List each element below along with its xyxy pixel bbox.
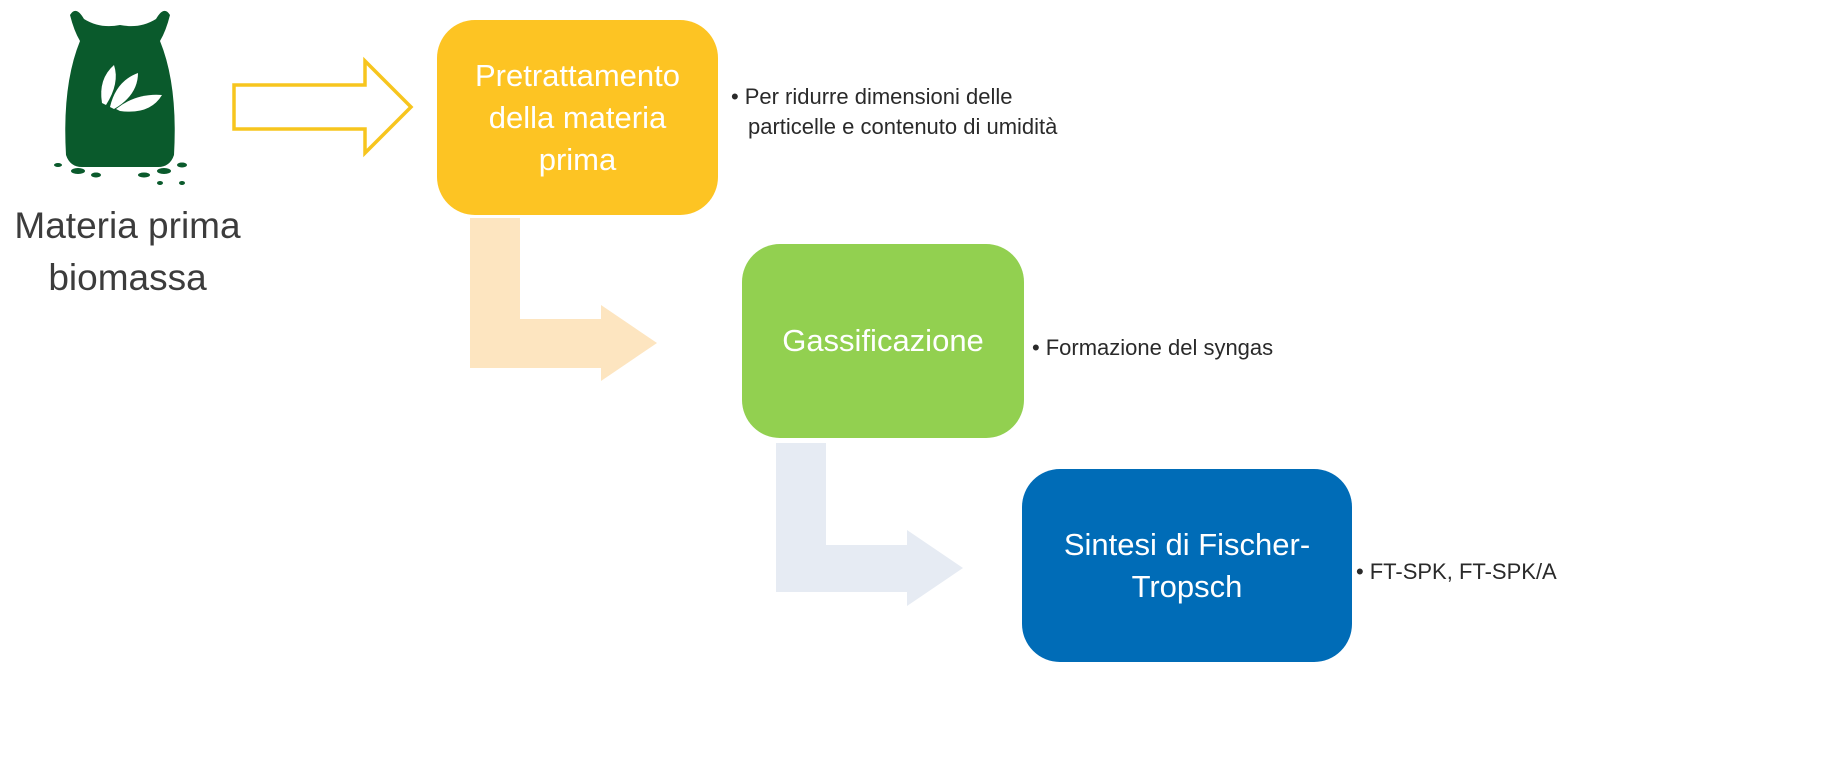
step-gasification-title: Gassificazione xyxy=(782,320,984,362)
step-pretreatment-note: •Per ridurre dimensioni delle particelle… xyxy=(731,82,1057,142)
step-gasification-note-line-1: Formazione del syngas xyxy=(1045,335,1274,360)
biomass-sack-icon xyxy=(54,10,187,185)
step-pretreatment-title-line-1: Pretrattamento xyxy=(474,57,681,93)
bullet-icon: • xyxy=(1356,559,1364,584)
step-pretreatment-title-line-3: prima xyxy=(538,141,617,177)
step-fischer-tropsch-title: Sintesi di Fischer- Tropsch xyxy=(1064,524,1310,608)
feedstock-caption-line-2: biomassa xyxy=(48,257,207,298)
step-fischer-tropsch-box: Sintesi di Fischer- Tropsch xyxy=(1022,469,1352,662)
step-gasification-title-line-1: Gassificazione xyxy=(782,323,984,358)
step-pretreatment-note-line-1: Per ridurre dimensioni delle xyxy=(744,84,1013,109)
step-fischer-tropsch-note: •FT-SPK, FT-SPK/A xyxy=(1356,557,1557,587)
step-pretreatment-title: Pretrattamento della materia prima xyxy=(475,55,680,181)
step-pretreatment-title-line-2: della materia xyxy=(488,99,667,135)
step-gasification-note: •Formazione del syngas xyxy=(1032,333,1273,363)
feedstock-caption-line-1: Materia prima xyxy=(14,205,241,246)
step-gasification-box: Gassificazione xyxy=(742,244,1024,438)
step-pretreatment-note-line-2: particelle e contenuto di umidità xyxy=(748,114,1058,139)
step-fischer-tropsch-title-line-2: Tropsch xyxy=(1131,568,1243,604)
step-pretreatment-box: Pretrattamento della materia prima xyxy=(437,20,718,215)
bullet-icon: • xyxy=(731,84,739,109)
step-fischer-tropsch-note-line-1: FT-SPK, FT-SPK/A xyxy=(1369,559,1557,584)
bullet-icon: • xyxy=(1032,335,1040,360)
step-fischer-tropsch-title-line-1: Sintesi di Fischer- xyxy=(1063,526,1311,562)
feedstock-caption: Materia prima biomassa xyxy=(0,200,255,304)
